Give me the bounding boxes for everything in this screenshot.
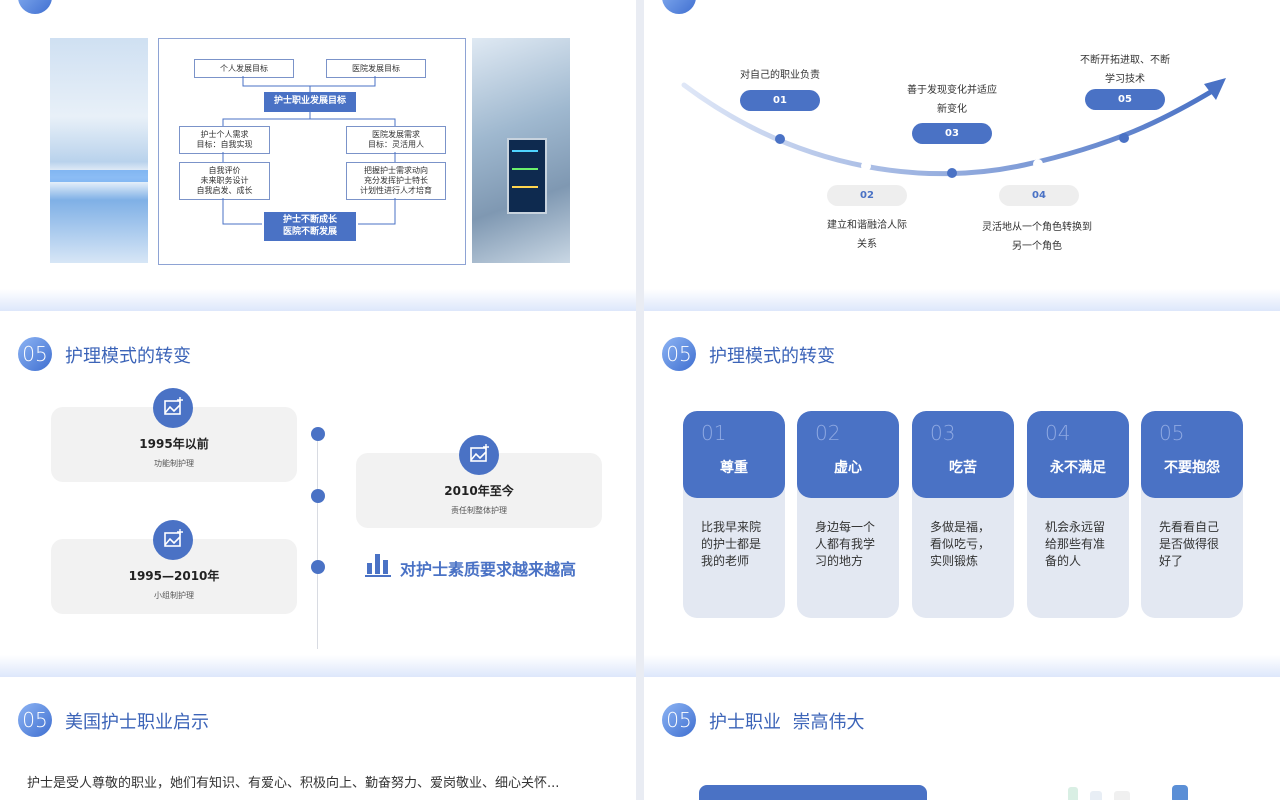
personal-need-box: 护士个人需求 目标：自我实现 [179, 126, 270, 154]
slide-footer-band [644, 655, 1280, 677]
medicine-bottles-image [1064, 783, 1194, 800]
card-text: 比我早来院 的护士都是 我的老师 [701, 520, 762, 568]
slide-org-goals[interactable]: 个人发展目标 医院发展目标 护士职业发展目标 护士个人需求 目标：自我实现 医院… [0, 0, 636, 311]
timeline-dot-2 [311, 489, 325, 503]
hospital-lobby-photo [50, 38, 148, 263]
step-5-pill[interactable]: 05 [1085, 89, 1165, 110]
card-header [683, 411, 785, 498]
slide-title: 美国护士职业启示 [65, 712, 209, 733]
hospital-lobby-light [50, 170, 148, 182]
card-header [912, 411, 1014, 498]
quality-highlight-text: 对护士素质要求越来越高 [400, 560, 577, 579]
section-badge: 05 [18, 337, 52, 371]
image-icon [153, 520, 193, 560]
slide-title: 护理模式的转变 [709, 346, 835, 367]
image-icon [153, 388, 193, 428]
hospital-goal-box: 医院发展目标 [326, 59, 426, 78]
card-header [1027, 411, 1129, 498]
step-4-label: 灵活地从一个角色转换到 另一个角色 [982, 222, 1092, 252]
bar-chart-icon [365, 550, 391, 582]
card-number: 01 [701, 421, 727, 445]
card-text: 身边每一个 人都有我学 习的地方 [815, 520, 876, 568]
attitude-card-4[interactable]: 04 永不满足 机会永远留 给那些有准 备的人 [1027, 411, 1129, 618]
step-3-pill[interactable]: 03 [912, 123, 992, 144]
section-badge: 05 [662, 703, 696, 737]
attitude-card-5[interactable]: 05 不要抱怨 先看看自己 是否做得很 好了 [1141, 411, 1243, 618]
stage-2-sub: 责任制整体护理 [451, 506, 507, 515]
step-5-label: 不断开拓进取、不断 学习技术 [1080, 55, 1170, 85]
hospital-actions-box: 把握护士需求动向 充分发挥护士特长 计划性进行人才培育 [346, 162, 446, 200]
card-title: 不要抱怨 [1164, 460, 1220, 476]
card-header [1141, 411, 1243, 498]
slide-title: 护理模式的转变 [65, 346, 191, 367]
card-number: 02 [815, 421, 841, 445]
timeline-dot-3 [311, 560, 325, 574]
card-title: 永不满足 [1050, 460, 1106, 476]
step-4-pill[interactable]: 04 [999, 185, 1079, 206]
card-header [797, 411, 899, 498]
timeline-dot-1 [311, 427, 325, 441]
card-number: 04 [1045, 421, 1071, 445]
step-1-pill[interactable]: 01 [740, 90, 820, 111]
stage-3-title: 1995—2010年 [128, 569, 220, 583]
attitude-card-2[interactable]: 02 虚心 身边每一个 人都有我学 习的地方 [797, 411, 899, 618]
growth-curve [681, 78, 1226, 178]
slide-us-nursing-insights[interactable]: 05 美国护士职业启示 护士是受人尊敬的职业，她们有知识、有爱心、积极向上、勤奋… [0, 677, 636, 800]
step-3-label: 善于发现变化并适应 新变化 [907, 85, 997, 115]
slide-career-steps[interactable]: 对自己的职业负责 01 02 建立和谐融洽人际 关系 善于发现变化并适应 新变化… [644, 0, 1280, 311]
image-icon [459, 435, 499, 475]
attitude-card-3[interactable]: 03 吃苦 多做是福， 看似吃亏， 实则锻炼 [912, 411, 1014, 618]
stage-2-title: 2010年至今 [444, 484, 514, 498]
personal-goal-box: 个人发展目标 [194, 59, 294, 78]
slide-footer-band [0, 655, 636, 677]
slide-body-text: 护士是受人尊敬的职业，她们有知识、有爱心、积极向上、勤奋努力、爱岗敬业、细心关怀… [27, 776, 560, 791]
stage-1-title: 1995年以前 [139, 437, 209, 451]
hospital-need-box: 医院发展需求 目标：灵活用人 [346, 126, 446, 154]
monitor-wave [512, 150, 538, 152]
card-title: 虚心 [834, 460, 862, 476]
slide-nursing-model-timeline[interactable]: 05 护理模式的转变 1995年以前 功能制护理 2010年至今 责任制整体护理… [0, 311, 636, 677]
center-goal-box: 护士职业发展目标 [264, 92, 356, 112]
personal-actions-box: 自我评价 未来职务设计 自我启发、成长 [179, 162, 270, 200]
card-title: 吃苦 [949, 460, 977, 476]
diagram-connectors [222, 76, 396, 225]
step-2-pill[interactable]: 02 [827, 185, 907, 206]
step-1-label: 对自己的职业负责 [740, 70, 820, 81]
attitude-card-1[interactable]: 01 尊重 比我早来院 的护士都是 我的老师 [683, 411, 785, 618]
section-badge: 05 [18, 703, 52, 737]
card-number: 05 [1159, 421, 1185, 445]
slide-footer-band [644, 289, 1280, 311]
section-badge-partial [662, 0, 696, 14]
step-2-label: 建立和谐融洽人际 关系 [827, 220, 907, 250]
card-number: 03 [930, 421, 956, 445]
blue-banner [699, 785, 927, 800]
stage-3-sub: 小组制护理 [154, 591, 194, 600]
card-text: 多做是福， 看似吃亏， 实则锻炼 [930, 520, 991, 568]
slide-title: 护士职业 崇高伟大 [709, 712, 865, 733]
slide-footer-band [0, 289, 636, 311]
stage-1-sub: 功能制护理 [154, 459, 194, 468]
monitor-wave-2 [512, 168, 538, 170]
timeline-line [317, 429, 318, 649]
section-badge-partial [18, 0, 52, 14]
slide-nursing-noble[interactable]: 05 护士职业 崇高伟大 [644, 677, 1280, 800]
slide-nursing-attitudes[interactable]: 05 护理模式的转变 01 尊重 比我早来院 的护士都是 我的老师 02 虚心 … [644, 311, 1280, 677]
card-text: 机会永远留 给那些有准 备的人 [1045, 520, 1106, 568]
card-title: 尊重 [720, 460, 748, 476]
section-badge: 05 [662, 337, 696, 371]
result-box: 护士不断成长 医院不断发展 [264, 212, 356, 241]
monitor-wave-3 [512, 186, 538, 188]
card-text: 先看看自己 是否做得很 好了 [1159, 520, 1220, 568]
